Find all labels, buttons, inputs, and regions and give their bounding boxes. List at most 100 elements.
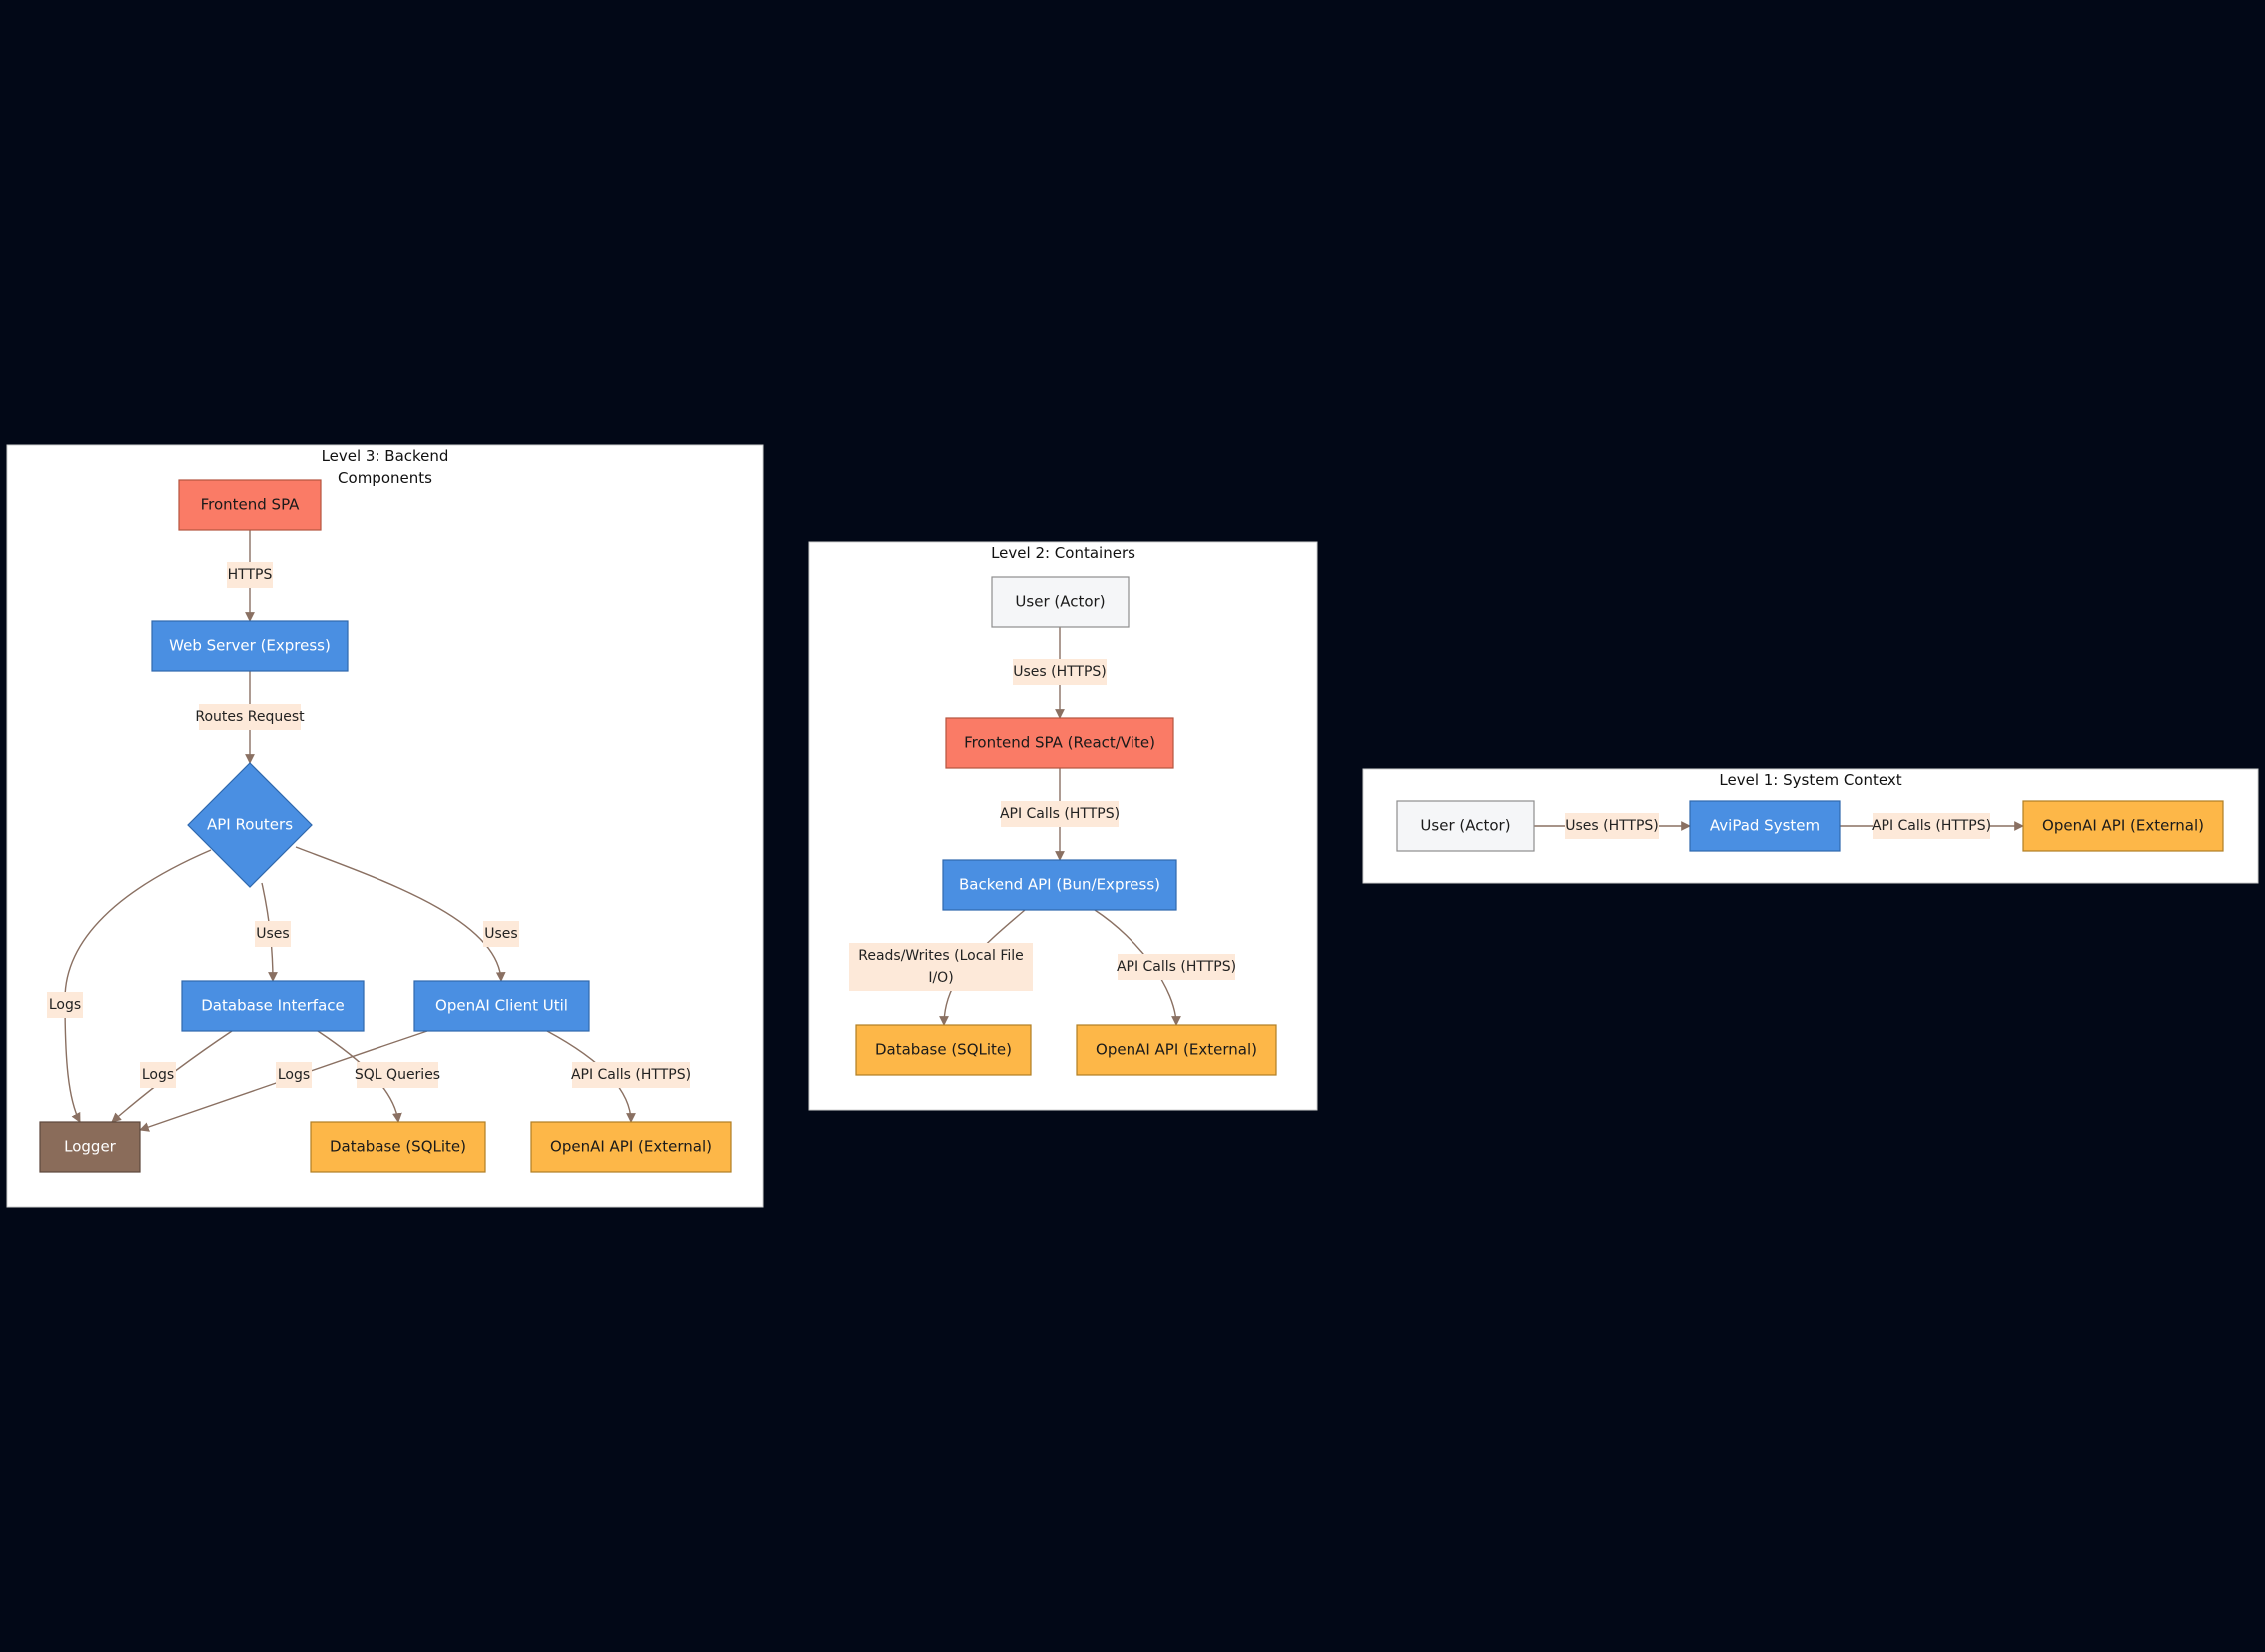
node-label: Database (SQLite) — [875, 1041, 1012, 1059]
edge-label: Uses — [483, 921, 519, 947]
node-label: Database (SQLite) — [330, 1138, 466, 1156]
node-label: Frontend SPA (React/Vite) — [964, 734, 1155, 752]
edge-label-bg — [357, 1062, 438, 1088]
node-l3-openai-util[interactable]: OpenAI Client Util — [413, 980, 590, 1032]
frame-title: Level 1: System Context — [1719, 771, 1901, 789]
node-l2-backend[interactable]: Backend API (Bun/Express) — [942, 859, 1177, 911]
edge-label: API Calls (HTTPS) — [1000, 801, 1120, 827]
edge-label-text: Logs — [142, 1067, 174, 1083]
node-shape — [39, 1121, 141, 1173]
frame-title: Level 3: Backend — [322, 447, 449, 465]
edge-label-text: Routes Request — [195, 709, 305, 725]
node-shape — [181, 980, 365, 1032]
node-label: OpenAI API (External) — [550, 1138, 712, 1156]
node-shape — [942, 859, 1177, 911]
edge-label: Logs — [276, 1062, 312, 1088]
edge-label-bg — [1118, 954, 1235, 980]
node-l3-dbif[interactable]: Database Interface — [181, 980, 365, 1032]
frame-title: Level 2: Containers — [991, 544, 1135, 562]
edge-label: Uses — [255, 921, 291, 947]
edge-label-text: API Calls (HTTPS) — [1872, 818, 1991, 834]
edge-label-bg — [227, 562, 273, 588]
node-label: User (Actor) — [1420, 817, 1510, 835]
edge-label-text: Uses — [256, 926, 289, 942]
node-l2-frontend[interactable]: Frontend SPA (React/Vite) — [945, 717, 1174, 769]
node-shape — [991, 576, 1130, 628]
node-shape — [310, 1121, 486, 1173]
node-label: OpenAI Client Util — [435, 997, 568, 1015]
node-l3-routers[interactable]: API Routers — [187, 762, 313, 888]
node-label: Backend API (Bun/Express) — [959, 876, 1160, 894]
edge-label-text: Logs — [278, 1067, 310, 1083]
edge-label-bg — [1001, 801, 1119, 827]
edge-label-text: Uses — [484, 926, 517, 942]
edge-label-bg — [483, 921, 519, 947]
edge-l3_routers-to-l3_openai_util — [295, 846, 506, 982]
node-label: AviPad System — [1710, 817, 1820, 835]
edge-label-bg — [140, 1062, 176, 1088]
node-l1-user[interactable]: User (Actor) — [1396, 800, 1535, 852]
edge-label-text: Uses (HTTPS) — [1013, 664, 1107, 680]
node-shape — [945, 717, 1174, 769]
edge-label-bg — [47, 992, 83, 1018]
edge-label: API Calls (HTTPS) — [1872, 813, 1991, 839]
edge-label-text: HTTPS — [228, 567, 273, 583]
node-l3-logger[interactable]: Logger — [39, 1121, 141, 1173]
edge-label: Routes Request — [195, 704, 305, 730]
node-l2-db[interactable]: Database (SQLite) — [855, 1024, 1032, 1076]
edge-label-text: API Calls (HTTPS) — [571, 1067, 691, 1083]
edge-label-bg — [1013, 659, 1107, 685]
edge-label-bg — [199, 704, 301, 730]
edge-label: HTTPS — [227, 562, 273, 588]
node-shape — [855, 1024, 1032, 1076]
node-l1-openai[interactable]: OpenAI API (External) — [2022, 800, 2224, 852]
node-label: Database Interface — [201, 997, 345, 1015]
node-l2-user[interactable]: User (Actor) — [991, 576, 1130, 628]
edge-label: Logs — [47, 992, 83, 1018]
node-label: Frontend SPA — [201, 496, 301, 514]
edge-label-bg — [572, 1062, 690, 1088]
node-l3-db[interactable]: Database (SQLite) — [310, 1121, 486, 1173]
node-shape — [178, 479, 322, 531]
edge-label-bg — [276, 1062, 312, 1088]
node-label: Web Server (Express) — [169, 637, 331, 655]
node-shape — [2022, 800, 2224, 852]
node-shape — [1689, 800, 1841, 852]
edge-label-text: Uses (HTTPS) — [1565, 818, 1659, 834]
node-l3-webserver[interactable]: Web Server (Express) — [151, 620, 349, 672]
edge-label: API Calls (HTTPS) — [571, 1062, 691, 1088]
edge-label-bg — [1565, 813, 1659, 839]
node-shape — [1396, 800, 1535, 852]
edge-label: Uses (HTTPS) — [1565, 813, 1659, 839]
frame-title: Components — [338, 469, 432, 487]
edge-label: API Calls (HTTPS) — [1117, 954, 1236, 980]
edge-label-text: I/O) — [928, 970, 953, 986]
edge-label-bg — [255, 921, 291, 947]
edge-label-text: Logs — [49, 997, 81, 1013]
node-label: User (Actor) — [1015, 593, 1105, 611]
node-l3-openai[interactable]: OpenAI API (External) — [530, 1121, 732, 1173]
edge-l3_routers-to-l3_logger — [64, 849, 212, 1123]
frame-level3-box — [6, 444, 764, 1208]
edge-label-text: Reads/Writes (Local File — [858, 948, 1024, 964]
node-shape — [1076, 1024, 1277, 1076]
node-label: API Routers — [207, 816, 293, 834]
edge-label-text: API Calls (HTTPS) — [1000, 806, 1120, 822]
node-label: OpenAI API (External) — [2042, 817, 2204, 835]
edge-label-bg — [849, 943, 1033, 991]
node-label: Logger — [64, 1138, 117, 1156]
node-l1-avipad[interactable]: AviPad System — [1689, 800, 1841, 852]
edge-label-text: SQL Queries — [355, 1067, 440, 1083]
edge-label: Uses (HTTPS) — [1013, 659, 1107, 685]
node-shape — [151, 620, 349, 672]
node-shape — [187, 762, 313, 888]
node-label: OpenAI API (External) — [1096, 1041, 1257, 1059]
edge-label: Logs — [140, 1062, 176, 1088]
node-l3-frontend[interactable]: Frontend SPA — [178, 479, 322, 531]
node-shape — [530, 1121, 732, 1173]
node-l2-openai[interactable]: OpenAI API (External) — [1076, 1024, 1277, 1076]
node-shape — [413, 980, 590, 1032]
